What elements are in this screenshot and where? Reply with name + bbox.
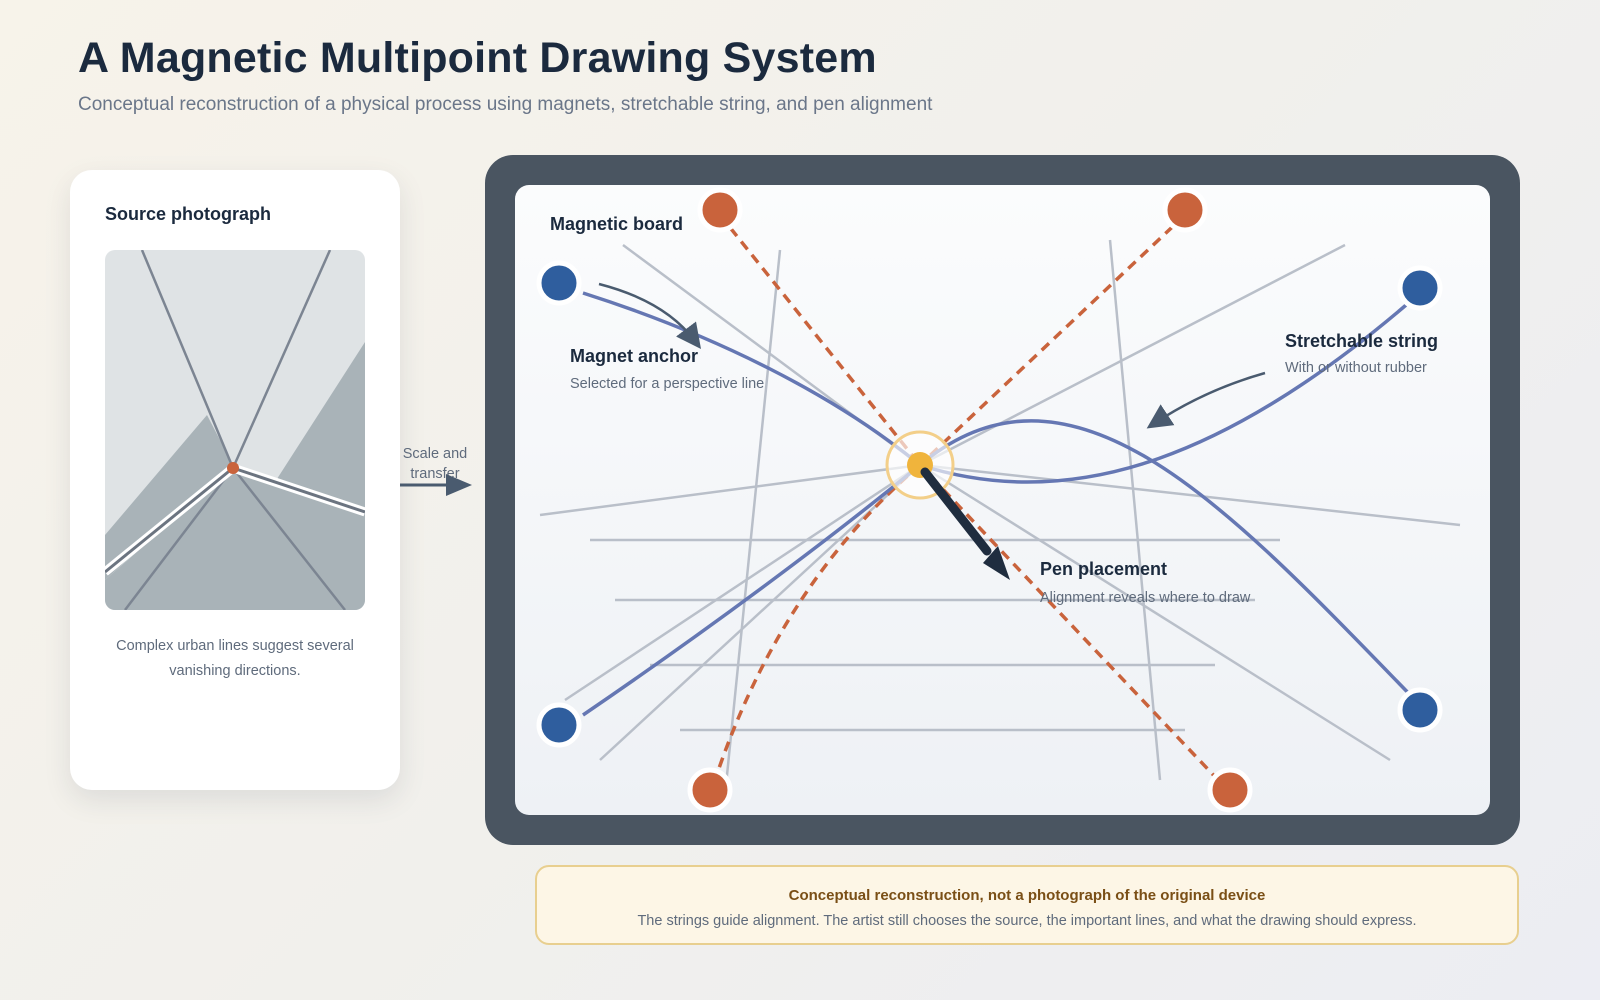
transfer-arrow-icon bbox=[400, 474, 472, 496]
transfer-label-line1: Scale and bbox=[402, 446, 468, 462]
magnetic-board-surface: Magnetic board Magnet anchor Selected fo… bbox=[515, 185, 1490, 815]
orange-magnet-top-right[interactable] bbox=[1162, 187, 1208, 233]
source-photograph bbox=[105, 250, 365, 610]
page-subtitle: Conceptual reconstruction of a physical … bbox=[78, 94, 933, 115]
orange-magnet-bottom-left[interactable] bbox=[687, 767, 733, 813]
blue-magnet-bottom-right[interactable] bbox=[1397, 687, 1443, 733]
magnet-anchor-arrow-icon bbox=[598, 282, 702, 349]
source-photo-caption: Complex urban lines suggest several vani… bbox=[116, 638, 354, 679]
stretchable-string-subtitle: With or without rubber bbox=[1285, 360, 1427, 376]
blue-magnet-bottom-left[interactable] bbox=[536, 702, 582, 748]
perspective-guide-lines bbox=[539, 239, 1461, 796]
source-photo-illustration bbox=[105, 250, 365, 610]
orange-magnet-top-left[interactable] bbox=[697, 187, 743, 233]
orange-magnet-bottom-right[interactable] bbox=[1207, 767, 1253, 813]
blue-stretchable-strings bbox=[582, 291, 1422, 717]
note-body: The strings guide alignment. The artist … bbox=[637, 913, 1417, 929]
pen-placement-subtitle: Alignment reveals where to draw bbox=[1040, 590, 1251, 606]
note-title: Conceptual reconstruction, not a photogr… bbox=[788, 887, 1266, 904]
page-title: A Magnetic Multipoint Drawing System bbox=[78, 34, 877, 82]
board-diagram: Magnetic board Magnet anchor Selected fo… bbox=[536, 187, 1461, 813]
board-label: Magnetic board bbox=[550, 214, 683, 234]
ground-shape bbox=[105, 467, 365, 610]
source-photo-title: Source photograph bbox=[105, 204, 271, 224]
pen-placement-title: Pen placement bbox=[1040, 559, 1167, 579]
vanishing-point-dot bbox=[227, 462, 239, 474]
blue-magnet-top-right[interactable] bbox=[1397, 265, 1443, 311]
pen-direction-arrow-icon bbox=[920, 467, 1010, 580]
magnets bbox=[536, 187, 1443, 813]
orange-dashed-strings bbox=[713, 213, 1222, 784]
building-shape-left bbox=[105, 415, 233, 580]
reconstruction-note: Conceptual reconstruction, not a photogr… bbox=[535, 865, 1519, 945]
magnetic-board-frame: Magnetic board Magnet anchor Selected fo… bbox=[485, 155, 1520, 845]
magnet-anchor-subtitle: Selected for a perspective line bbox=[570, 376, 764, 392]
stretchable-string-title: Stretchable string bbox=[1285, 331, 1438, 351]
blue-magnet-top-left[interactable] bbox=[536, 260, 582, 306]
string-arrow-icon bbox=[1146, 371, 1266, 429]
source-photo-card: Source photograph Complex urban lines su… bbox=[70, 170, 400, 790]
magnet-anchor-title: Magnet anchor bbox=[570, 346, 698, 366]
building-shape-right bbox=[275, 342, 365, 515]
